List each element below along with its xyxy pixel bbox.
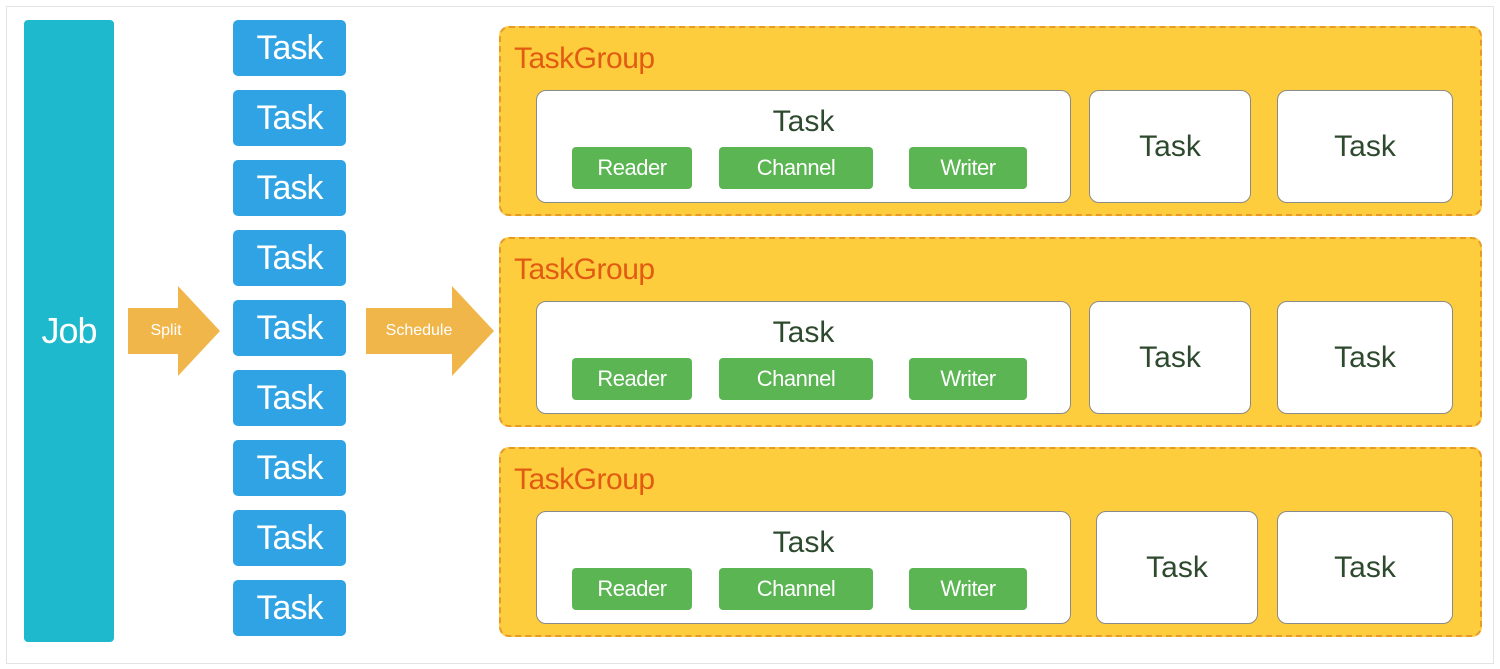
task-box: Task — [1089, 90, 1251, 203]
task-with-components: Task Reader Channel Writer — [536, 511, 1071, 624]
task-label: Task — [256, 448, 324, 487]
task-item: Task — [233, 90, 346, 146]
task-box: Task — [1089, 301, 1251, 414]
task-label: Task — [256, 28, 324, 67]
task-label: Task — [1334, 129, 1396, 163]
task-label: Task — [1334, 550, 1396, 584]
job-label: Job — [41, 310, 97, 351]
task-with-components: Task Reader Channel Writer — [536, 301, 1071, 414]
writer-component: Writer — [909, 358, 1027, 400]
task-item: Task — [233, 440, 346, 496]
task-label: Task — [1139, 340, 1201, 374]
task-item: Task — [233, 20, 346, 76]
taskgroup: TaskGroup Task Reader Channel Writer Tas… — [499, 237, 1482, 427]
task-label: Task — [772, 316, 835, 349]
task-box: Task — [1277, 511, 1453, 624]
task-item: Task — [233, 510, 346, 566]
task-label: Task — [256, 238, 324, 277]
task-label: Task — [1139, 129, 1201, 163]
task-label: Task — [256, 588, 324, 627]
task-label: Task — [256, 168, 324, 207]
reader-component: Reader — [572, 568, 692, 610]
task-label: Task — [256, 98, 324, 137]
task-label: Task — [1334, 340, 1396, 374]
schedule-arrow-shape — [366, 286, 494, 376]
channel-component: Channel — [719, 147, 873, 189]
task-label: Task — [772, 526, 835, 559]
task-box: Task — [1096, 511, 1258, 624]
split-arrow-shape — [128, 286, 220, 376]
taskgroup-title: TaskGroup — [514, 463, 655, 496]
task-box: Task — [1277, 90, 1453, 203]
writer-component: Writer — [909, 147, 1027, 189]
task-item: Task — [233, 160, 346, 216]
taskgroup-title: TaskGroup — [514, 253, 655, 286]
task-with-components: Task Reader Channel Writer — [536, 90, 1071, 203]
taskgroup: TaskGroup Task Reader Channel Writer Tas… — [499, 26, 1482, 216]
task-item: Task — [233, 300, 346, 356]
taskgroup: TaskGroup Task Reader Channel Writer Tas… — [499, 447, 1482, 637]
task-item: Task — [233, 580, 346, 636]
task-label: Task — [1146, 550, 1208, 584]
task-item: Task — [233, 230, 346, 286]
reader-component: Reader — [572, 358, 692, 400]
split-label: Split — [150, 322, 182, 339]
taskgroup-title: TaskGroup — [514, 42, 655, 75]
schedule-label: Schedule — [385, 322, 453, 339]
reader-component: Reader — [572, 147, 692, 189]
task-box: Task — [1277, 301, 1453, 414]
task-label: Task — [772, 105, 835, 138]
task-label: Task — [256, 518, 324, 557]
channel-component: Channel — [719, 568, 873, 610]
task-label: Task — [256, 308, 324, 347]
channel-component: Channel — [719, 358, 873, 400]
job-block: Job — [24, 20, 114, 642]
task-label: Task — [256, 378, 324, 417]
schedule-arrow: Schedule — [366, 286, 494, 376]
split-arrow: Split — [128, 286, 220, 376]
task-item: Task — [233, 370, 346, 426]
writer-component: Writer — [909, 568, 1027, 610]
